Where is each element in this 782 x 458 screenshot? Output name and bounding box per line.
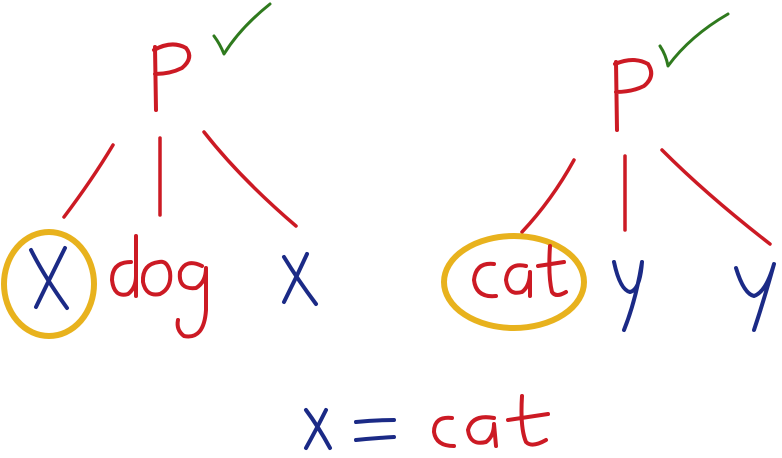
left-tree: P X dog X (1, 2, 318, 339)
left-branch-1 (62, 143, 115, 219)
unifier-variable-glyph (304, 408, 332, 450)
unifier-equals-glyph (354, 418, 396, 442)
unifier-result: X = cat (304, 394, 550, 450)
left-arg-2-glyph (110, 234, 208, 339)
left-functor-glyph (152, 42, 192, 112)
right-arg-2-glyph (612, 260, 644, 332)
left-checkmark-icon (212, 2, 272, 56)
right-functor-glyph (613, 58, 654, 132)
left-arg-3-glyph (282, 252, 318, 306)
right-branch-1 (520, 158, 576, 234)
left-highlight-circle (1, 229, 97, 339)
right-branch-3 (660, 148, 772, 246)
right-tree: P cat Y Y (441, 12, 776, 332)
right-arg-1-glyph (471, 244, 568, 299)
right-arg-3-glyph (734, 262, 776, 332)
left-arg-1-glyph (29, 246, 69, 310)
right-highlight-circle (441, 233, 587, 331)
unifier-value-glyph (431, 394, 550, 448)
left-branch-3 (202, 130, 298, 228)
right-checkmark-icon (658, 12, 730, 68)
